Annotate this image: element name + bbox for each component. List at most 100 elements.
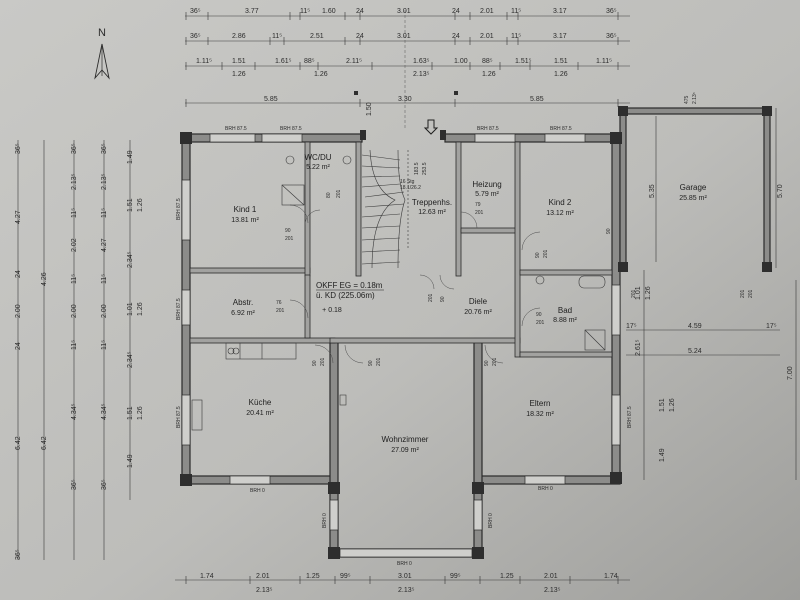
right-horizontal-dim: 4.59 [688,323,702,330]
room-wohn-area: 27.09 m² [391,447,419,454]
top-row2-dim: 24 [452,33,460,40]
bottom-dim: 99⁵ [340,573,351,580]
left-col2-dim: 2.13⁵ [71,173,78,190]
left-col4-dim: 1.49 [127,454,134,468]
door-label: 90 [484,360,490,366]
left-col2-dim: 2.02 [71,238,78,252]
top-row3-dim: 1.63⁵ [413,58,430,65]
door-label: 90 [535,252,541,258]
top-row1-dim: 1.60 [322,8,336,15]
left-col4-dim: 2.34⁵ [127,351,134,368]
room-heizung-name: Heizung [472,180,501,189]
room-treppe-name: Treppenhs. [412,198,452,207]
top-row1-dim: 36⁵ [190,8,201,15]
brh-label: BRH 87.5 [477,126,499,132]
left-col2-dim: 4.34⁵ [71,403,78,420]
left-col2-dim: 36⁵ [71,143,78,154]
left-col2-dim: 11⁵ [71,340,78,350]
left-col3-dim: 2.13⁵ [101,173,108,190]
left-col3-dim: 11⁵ [101,340,108,350]
garage-top-dim: 475 [684,95,690,104]
door-label: 201 [428,293,434,302]
marker [454,91,458,95]
top-row3-dim: 1.51 [232,58,246,65]
left-col2-dim: 36⁵ [71,479,78,490]
top-row2-dim: 24 [356,33,364,40]
room-bad-area: 8.88 m² [553,317,577,324]
left-dimension-chains: 36⁵ 4.27 24 2.00 24 6.42 36⁵ 4.26 6.42 3… [15,140,144,560]
top-row3-sub-dim: 1.26 [554,71,568,78]
right-dimension-chains: 5.35 5.70 7.00 1.01 1.26 2.61⁵ 1.51 1.26… [626,92,797,480]
okff-line1: OKFF EG = 0.18m [316,281,383,290]
bottom-dim: 1.74 [604,573,618,580]
room-diele-area: 20.76 m² [464,309,492,316]
door-label: 201 [285,236,294,242]
left-col3-dim: 4.34⁵ [101,403,108,420]
top-row1-dim: 24 [356,8,364,15]
left-col1-dim: 36⁵ [15,549,22,560]
door-label: 201 [740,289,746,298]
garage-top-dim: 2.13⁵ [692,92,698,104]
door-label: 90 [440,296,446,302]
bottom-dim: 1.74 [200,573,214,580]
room-eltern-area: 18.32 m² [526,411,554,418]
door-label: 201 [336,189,342,198]
bottom-dim: 3.01 [398,573,412,580]
door-label: 201 [748,289,754,298]
top-row1-dim: 3.77 [245,8,259,15]
top-row3-sub-dim: 2.13⁵ [413,71,430,78]
room-kind2-name: Kind 2 [549,198,572,207]
left-col4-dim: 1.51 [127,406,134,420]
north-arrow-icon: N [94,27,110,80]
brh-label: BRH 87.5 [176,406,182,428]
left-col2-dim: 2.00 [71,304,78,318]
room-abstr-name: Abstr. [233,298,253,307]
right-col-dim: 1.26 [645,286,652,300]
left-col3-dim: 11⁵ [101,274,108,284]
left-col1b-dim: 4.26 [41,272,48,286]
door-label: 201 [276,308,285,314]
door-label: 90 [606,228,612,234]
door-label: 90 [368,360,374,366]
door-label: 201 [376,357,382,366]
door-labels: 90 201 80 201 90 201 79 201 90 201 76 20… [276,189,754,366]
door-label: 201 [543,249,549,258]
top-row2-dim: 2.01 [480,33,494,40]
brh-label: BRH 0 [397,561,412,567]
staircase [361,149,409,269]
right-horizontal-dim: 17⁵ [626,323,637,330]
bottom-dim: 99⁵ [450,573,461,580]
left-col1-dim: 2.00 [15,304,22,318]
brh-labels: BRH 87.5 BRH 87.5 BRH 87.5 BRH 87.5 BRH … [176,126,633,567]
right-col-dim: 1.01 [635,286,642,300]
top-row3-dim: 1.51 [554,58,568,65]
top-row2-dim: 11⁵ [511,33,521,40]
brh-label: BRH 87.5 [627,406,633,428]
right-col-dim: 1.26 [669,398,676,412]
brh-label: BRH 0 [538,486,553,492]
top-row2-dim: 3.17 [553,33,567,40]
okff-line2: ü. KD (225.06m) [316,291,375,300]
left-col3-dim: 4.27 [101,238,108,252]
stair-note-line1: 16 Stg [400,179,415,185]
top-row4-extra-dim: 1.50 [366,102,373,116]
room-abstr-area: 6.92 m² [231,310,255,317]
brh-label: BRH 87.5 [176,298,182,320]
left-col3-dim: 11⁵ [101,208,108,218]
left-col4-dim: 1.26 [137,406,144,420]
top-row3-sub-dim: 1.26 [232,71,246,78]
room-kueche-area: 20.41 m² [246,410,274,417]
room-garage-area: 25.85 m² [679,195,707,202]
room-diele-name: Diele [469,297,488,306]
top-row3-sub-dim: 1.26 [314,71,328,78]
left-col4-dim: 1.26 [137,302,144,316]
right-garage-dim: 5.35 [649,184,656,198]
right-horizontal-dim: 17⁵ [766,323,777,330]
door-label: 90 [536,312,542,318]
top-row3-dim: 88⁵ [482,58,493,65]
brh-label: BRH 0 [488,513,494,528]
door-label: 76 [276,300,282,306]
bottom-dim: 2.01 [256,573,270,580]
